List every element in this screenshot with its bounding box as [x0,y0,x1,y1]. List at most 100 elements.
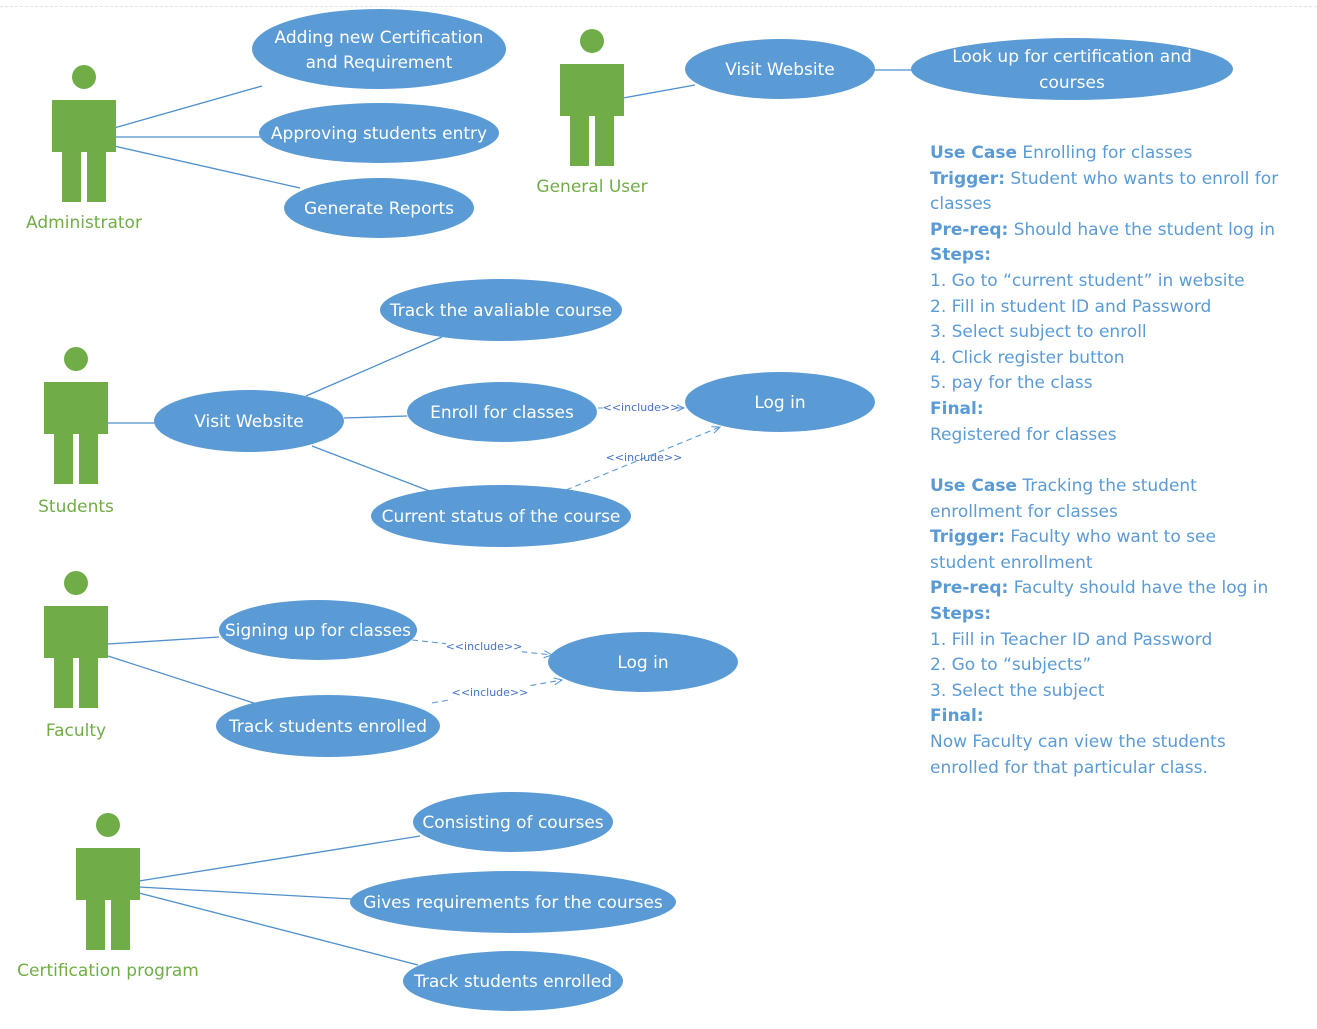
use-case-description-enrolling: Use Case Enrolling for classes Trigger: … [930,141,1302,448]
desc-prereq-label: Pre-req: [930,578,1009,599]
include-label-bg [452,685,528,701]
desc-final-value: Registered for classes [930,424,1117,445]
usecase-label: Track the avaliable course [389,301,612,321]
include-label-signup: <<include>> [446,640,523,653]
desc-step-item: 1. Go to “current student” in website [930,270,1245,291]
include-label-status: <<include>> [606,451,683,464]
usecase-label: Track students enrolled [228,717,427,737]
usecase-label: Log in [617,653,668,673]
top-border-line [0,6,1317,7]
desc-prereq-label: Pre-req: [930,219,1009,240]
usecase-gives-requirements [350,871,676,933]
usecase-faculty-track-enrolled [216,695,440,757]
desc-step-item: 2. Fill in student ID and Password [930,296,1212,317]
assoc-visit-status [311,445,433,493]
desc-trigger-line: Trigger: Student who wants to enroll for [930,167,1302,193]
desc-trigger-label: Trigger: [930,527,1005,548]
usecase-add-certification [252,9,506,89]
desc-use-case-line: Use Case Tracking the student [930,474,1302,500]
include-label-enroll: <<include>> [603,401,680,414]
assoc-cp-track [138,892,419,966]
usecase-label: Consisting of courses [422,813,603,833]
usecase-label: Enroll for classes [430,403,574,423]
students-actor-icon [44,347,108,484]
desc-use-case-value: Tracking the student [1022,476,1197,496]
faculty-actor-icon [44,571,108,708]
include-labels: <<include>> <<include>> <<include>> <<in… [446,399,683,701]
certification-program-actor-icon [76,813,140,950]
desc-use-case-label: Use Case [930,143,1017,163]
desc-step-item: 2. Go to “subjects” [930,655,1092,676]
desc-prereq-line: Pre-req: Should have the student log in [930,218,1302,244]
association-lines [107,69,913,966]
desc-prereq-line: Pre-req: Faculty should have the log in [930,576,1302,602]
certification-program-actor-label: Certification program [17,961,199,981]
usecase-label: Log in [754,393,805,413]
desc-use-case-label: Use Case [930,476,1017,496]
assoc-faculty-signup [107,636,220,645]
desc-use-case-line: Use Case Enrolling for classes [930,141,1302,167]
assoc-cp-gives [138,886,353,900]
usecase-approve-students [259,103,499,163]
desc-step-item: 4. Click register button [930,347,1125,368]
usecase-label: Adding new Certification [275,28,484,48]
include-label-bg [446,639,522,655]
desc-trigger-line-cont: student enrollment [930,552,1093,573]
usecase-current-status [371,485,631,547]
desc-steps-label: Steps: [930,603,991,624]
desc-step-item: 1. Fill in Teacher ID and Password [930,629,1213,650]
desc-use-case-line-cont: enrollment for classes [930,501,1118,522]
usecase-signing-up-classes [219,600,417,660]
desc-trigger-label: Trigger: [930,168,1005,189]
include-label-track: <<include>> [452,686,529,699]
administrator-actor-label: Administrator [26,213,142,233]
usecase-generate-reports [284,178,474,238]
usecase-label: Generate Reports [304,199,454,219]
usecase-enroll-classes [407,382,597,442]
faculty-actor-label: Faculty [46,721,106,741]
assoc-visit-track [305,336,443,397]
desc-trigger-value: Faculty who want to see [1010,527,1216,548]
desc-step-item: 3. Select the subject [930,680,1105,701]
usecase-gu-visit-website [685,39,875,99]
usecase-track-available-course [380,279,622,341]
desc-final-value-cont: enrolled for that particular class. [930,757,1208,778]
usecase-faculty-login [548,632,738,692]
usecase-students-visit-website [154,390,344,452]
usecase-label: Track students enrolled [413,972,612,992]
desc-step-item: 3. Select subject to enroll [930,322,1147,343]
usecase-consisting-courses [413,792,613,852]
include-label-bg [603,399,677,415]
general-user-actor-icon [560,29,624,166]
assoc-gu-visit [622,84,696,99]
usecase-label: Current status of the course [382,507,621,527]
usecase-students-login [685,372,875,432]
desc-final-value: Now Faculty can view the students [930,731,1226,752]
assoc-cp-consisting [138,835,421,882]
desc-trigger-value: Student who wants to enroll for [1010,168,1279,189]
usecase-label: Visit Website [725,60,834,80]
usecase-label: Look up for certification and [952,47,1192,67]
use-case-description-tracking: Use Case Tracking the student enrollment… [930,474,1302,781]
usecase-label: Signing up for classes [225,621,411,641]
usecase-label: Gives requirements for the courses [363,893,663,913]
desc-prereq-value: Should have the student log in [1013,219,1276,240]
include-arrow-status-login [565,427,720,491]
desc-trigger-line: Trigger: Faculty who want to see [930,525,1302,551]
desc-final-label: Final: [930,398,984,419]
desc-final-label: Final: [930,706,984,727]
desc-prereq-value: Faculty should have the log in [1013,578,1269,599]
desc-steps-label: Steps: [930,245,991,266]
use-case-ellipses [154,9,1233,1011]
desc-use-case-value: Enrolling for classes [1022,143,1193,163]
assoc-faculty-track [107,655,261,706]
usecase-lookup-certification [911,38,1233,100]
usecase-label: and Requirement [306,53,453,73]
usecase-label: Visit Website [194,412,303,432]
usecase-label: courses [1039,73,1105,93]
general-user-actor-label: General User [536,177,647,197]
assoc-admin-add-cert [113,85,263,129]
desc-step-item: 5. pay for the class [930,373,1093,394]
administrator-actor-icon [52,65,116,202]
